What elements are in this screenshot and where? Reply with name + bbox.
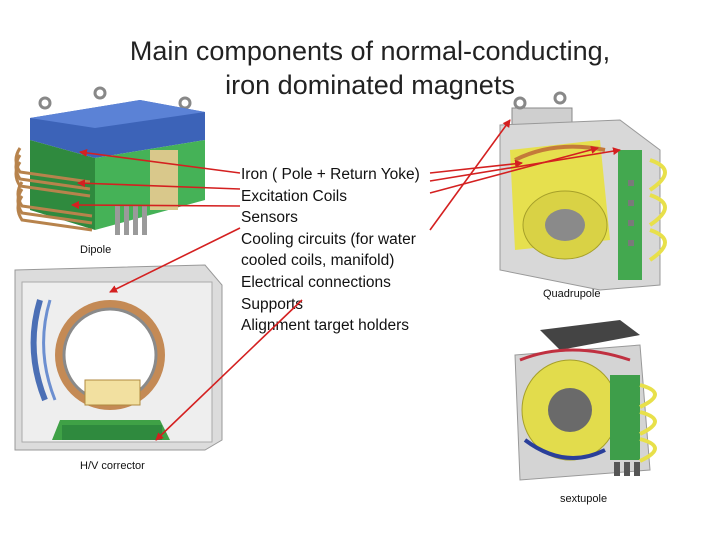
dipole-magnet-image: [14, 86, 205, 235]
title-line-2: iron dominated magnets: [225, 70, 515, 100]
slide-title: Main components of normal-conducting, ir…: [0, 34, 720, 102]
component-list: Iron ( Pole + Return Yoke) Excitation Co…: [241, 164, 420, 337]
corrector-magnet-image: [14, 264, 223, 451]
list-item: Supports: [241, 295, 304, 313]
caption-corrector: H/V corrector: [80, 460, 145, 472]
list-item: Electrical connections: [241, 273, 391, 291]
caption-dipole: Dipole: [80, 244, 112, 256]
quadrupole-magnet-image: [499, 91, 667, 291]
list-item: Excitation Coils: [241, 187, 347, 205]
list-item: Alignment target holders: [241, 317, 410, 335]
list-item: cooled coils, manifold): [241, 252, 395, 270]
sextupole-magnet-image: [514, 320, 657, 481]
list-item: Iron ( Pole + Return Yoke): [241, 166, 420, 183]
list-item: Sensors: [241, 209, 298, 227]
list-item: Cooling circuits (for water: [241, 230, 416, 248]
caption-quadrupole: Quadrupole: [543, 288, 601, 300]
caption-sextupole: sextupole: [560, 493, 608, 505]
title-line-1: Main components of normal-conducting,: [129, 36, 611, 66]
